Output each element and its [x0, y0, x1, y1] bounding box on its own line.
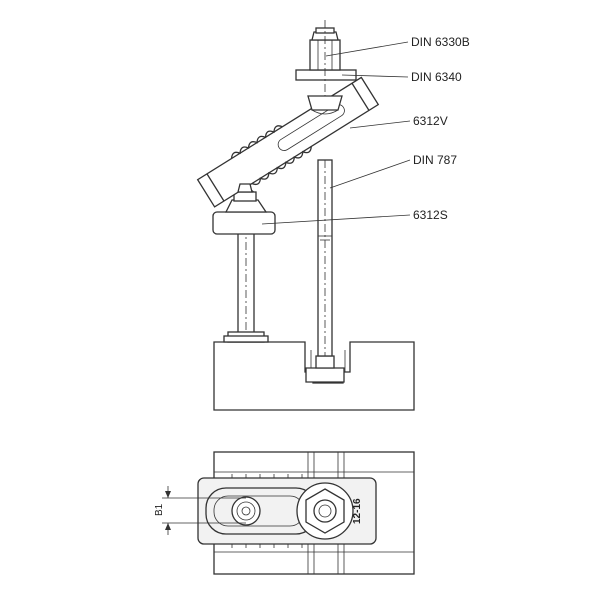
- support-nut-top-view: [231, 496, 261, 526]
- leader-lines: [261, 41, 411, 225]
- callout-6312v: 6312V: [413, 114, 448, 128]
- side-view: DIN 6330B DIN 6340 6312V DIN 787 6312S: [196, 20, 470, 411]
- spherical-washer: [307, 95, 343, 115]
- callout-din6330b: DIN 6330B: [411, 35, 470, 49]
- stamp-text: 12-16: [352, 498, 363, 524]
- clamp-strap: [196, 76, 380, 208]
- top-view: 12-16 B1: [154, 451, 415, 575]
- dimension-b1: [162, 486, 246, 535]
- callout-6312s: 6312S: [413, 208, 448, 222]
- t-slot-bolt-head: [305, 355, 345, 383]
- din787-stud: [317, 159, 333, 357]
- hex-nut-top-view: [296, 482, 354, 540]
- support-ball: [237, 183, 253, 193]
- dimension-b1-label: B1: [154, 503, 165, 516]
- support-column: [223, 225, 269, 343]
- callout-din6340: DIN 6340: [411, 70, 462, 84]
- support-head: [212, 187, 276, 235]
- callout-din787: DIN 787: [413, 153, 457, 167]
